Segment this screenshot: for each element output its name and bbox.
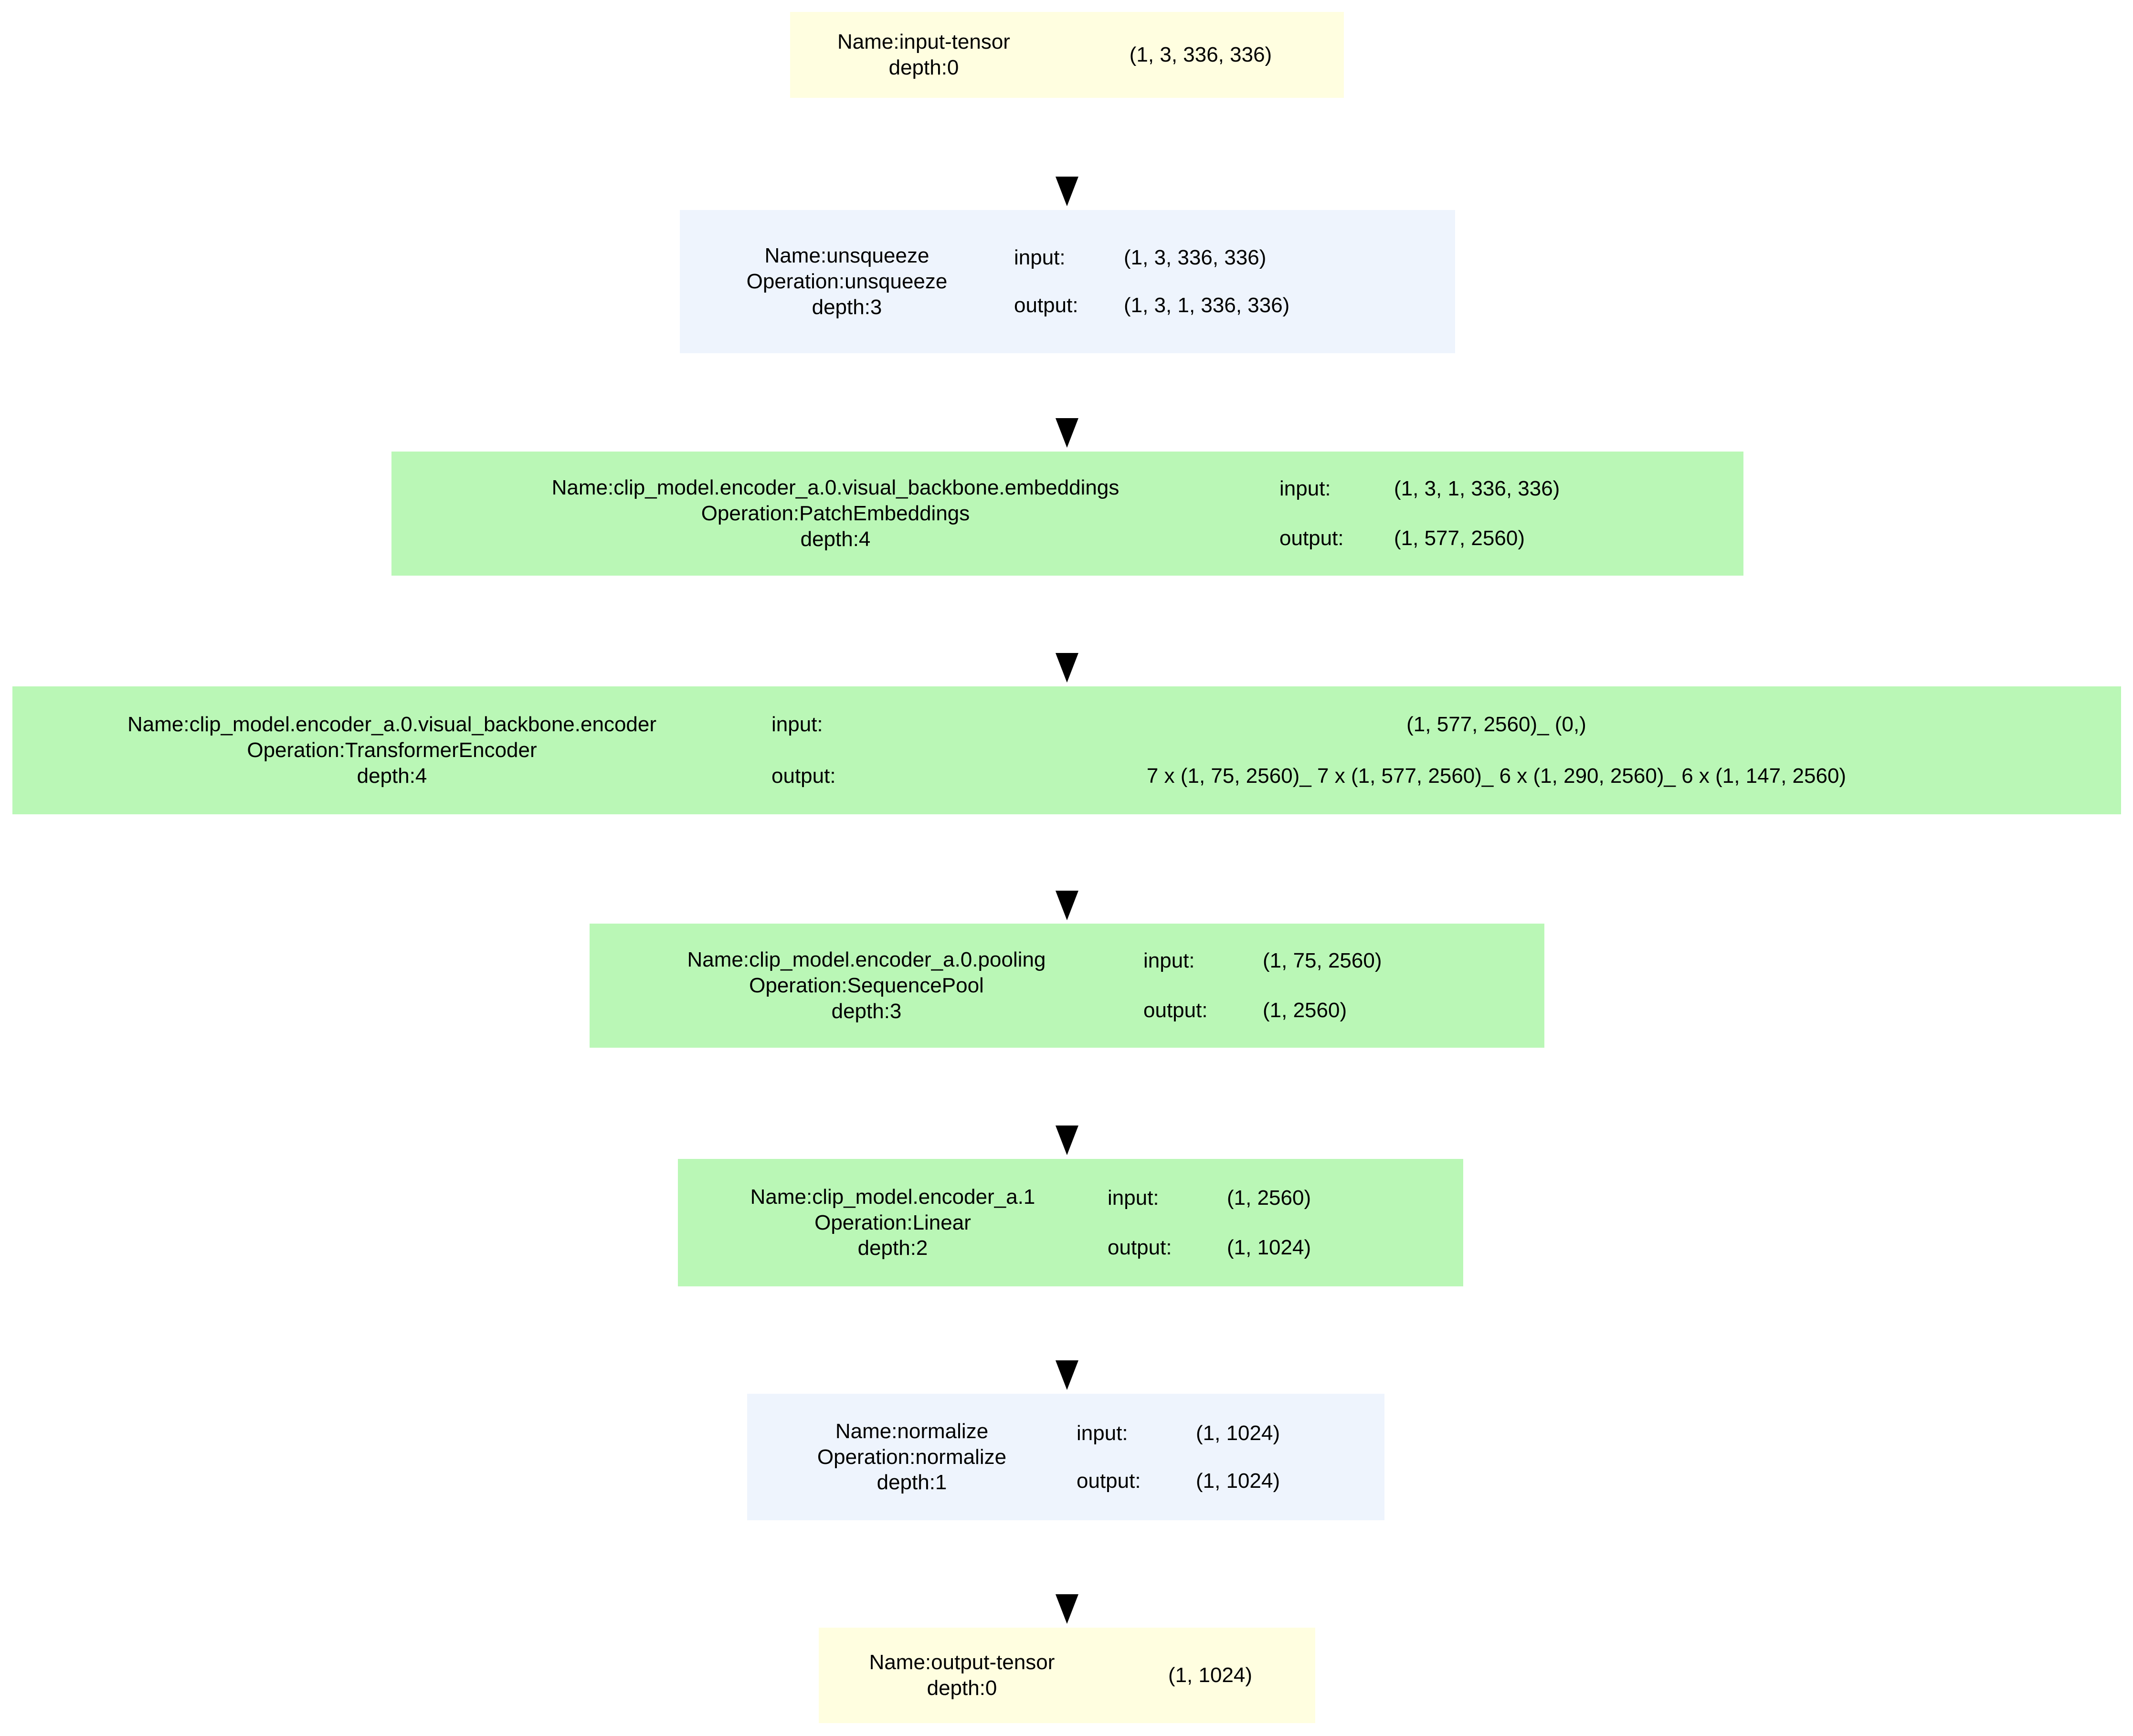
edge-arrow-icon bbox=[1056, 418, 1078, 448]
node-operation: Operation:Linear bbox=[814, 1210, 971, 1234]
node-info-block: Name:clip_model.encoder_a.0.visual_backb… bbox=[391, 475, 1279, 552]
input-label: input: bbox=[1077, 1421, 1128, 1445]
node-operation: Operation:unsqueeze bbox=[746, 270, 948, 294]
input-label: input: bbox=[1143, 949, 1195, 973]
output-shape: (1, 1024) bbox=[1227, 1235, 1311, 1259]
node-info-block: Name:unsqueeze Operation:unsqueeze depth… bbox=[680, 243, 1014, 320]
node-shape-block: input: (1, 3, 336, 336) output: (1, 3, 1… bbox=[1014, 245, 1455, 318]
node-output-row: output: (1, 1024) bbox=[1077, 1468, 1384, 1494]
node-info-block: Name:output-tensor depth:0 bbox=[819, 1650, 1105, 1701]
edge-arrow-icon bbox=[1056, 177, 1078, 206]
node-output-row: output: (1, 2560) bbox=[1143, 998, 1544, 1023]
node-depth: depth:4 bbox=[800, 527, 871, 551]
graph-node-unsqueeze[interactable]: Name:unsqueeze Operation:unsqueeze depth… bbox=[680, 210, 1455, 353]
node-input-row: input: (1, 3, 1, 336, 336) bbox=[1279, 476, 1743, 502]
output-label: output: bbox=[771, 764, 836, 788]
input-label: input: bbox=[1014, 246, 1066, 270]
input-shape: (1, 2560) bbox=[1227, 1186, 1311, 1210]
graph-node-normalize[interactable]: Name:normalize Operation:normalize depth… bbox=[747, 1394, 1384, 1520]
node-name: Name:clip_model.encoder_a.1 bbox=[750, 1185, 1035, 1209]
edge-arrow-icon bbox=[1056, 1360, 1078, 1390]
node-depth: depth:1 bbox=[876, 1471, 947, 1494]
graph-node-input-tensor[interactable]: Name:input-tensor depth:0 (1, 3, 336, 33… bbox=[790, 12, 1344, 98]
node-info-block: Name:clip_model.encoder_a.0.pooling Oper… bbox=[590, 947, 1143, 1024]
output-label: output: bbox=[1014, 294, 1078, 317]
node-depth: depth:2 bbox=[857, 1236, 928, 1260]
node-operation: Operation:SequencePool bbox=[749, 974, 984, 998]
node-name: Name:unsqueeze bbox=[764, 244, 929, 268]
node-name: Name:input-tensor bbox=[837, 30, 1010, 54]
node-info-block: Name:clip_model.encoder_a.0.visual_backb… bbox=[12, 712, 771, 789]
node-input-row: input: (1, 577, 2560)_ (0,) bbox=[771, 712, 2121, 737]
output-label: output: bbox=[1143, 999, 1208, 1022]
node-shape: (1, 3, 336, 336) bbox=[1129, 43, 1272, 67]
node-shape-block: (1, 3, 336, 336) bbox=[1057, 42, 1344, 68]
node-operation: Operation:normalize bbox=[817, 1445, 1007, 1469]
node-shape-block: input: (1, 577, 2560)_ (0,) output: 7 x … bbox=[771, 712, 2121, 789]
graph-node-encoder[interactable]: Name:clip_model.encoder_a.0.visual_backb… bbox=[12, 686, 2121, 814]
node-depth: depth:0 bbox=[927, 1676, 997, 1700]
node-shape-block: input: (1, 1024) output: (1, 1024) bbox=[1077, 1420, 1384, 1494]
output-shape: (1, 577, 2560) bbox=[1394, 526, 1525, 550]
node-output-row: output: (1, 1024) bbox=[1108, 1235, 1463, 1261]
node-name: Name:clip_model.encoder_a.0.visual_backb… bbox=[551, 476, 1119, 500]
node-shape-block: input: (1, 3, 1, 336, 336) output: (1, 5… bbox=[1279, 476, 1743, 551]
node-shape-block: input: (1, 75, 2560) output: (1, 2560) bbox=[1143, 948, 1544, 1023]
output-shape: (1, 2560) bbox=[1263, 999, 1347, 1022]
output-shape: (1, 1024) bbox=[1196, 1469, 1280, 1493]
edge-arrow-icon bbox=[1056, 1594, 1078, 1624]
node-info-block: Name:input-tensor depth:0 bbox=[790, 29, 1057, 80]
input-label: input: bbox=[1279, 477, 1331, 501]
input-shape: (1, 577, 2560)_ (0,) bbox=[1406, 713, 1586, 736]
node-operation: Operation:PatchEmbeddings bbox=[701, 502, 970, 526]
node-info-block: Name:normalize Operation:normalize depth… bbox=[747, 1419, 1077, 1495]
graph-node-pooling[interactable]: Name:clip_model.encoder_a.0.pooling Oper… bbox=[590, 924, 1544, 1048]
edge-arrow-icon bbox=[1056, 1126, 1078, 1155]
output-label: output: bbox=[1077, 1469, 1141, 1493]
node-shape: (1, 1024) bbox=[1168, 1663, 1253, 1687]
node-shape-block: (1, 1024) bbox=[1105, 1662, 1315, 1688]
input-shape: (1, 1024) bbox=[1196, 1421, 1280, 1445]
node-input-row: input: (1, 1024) bbox=[1077, 1420, 1384, 1446]
output-label: output: bbox=[1279, 526, 1344, 550]
input-label: input: bbox=[771, 713, 823, 736]
node-name: Name:clip_model.encoder_a.0.pooling bbox=[687, 948, 1046, 972]
node-depth: depth:3 bbox=[831, 999, 902, 1023]
node-name: Name:normalize bbox=[835, 1419, 989, 1443]
node-operation: Operation:TransformerEncoder bbox=[247, 738, 537, 762]
input-shape: (1, 3, 336, 336) bbox=[1124, 246, 1267, 270]
node-depth: depth:0 bbox=[888, 56, 959, 79]
input-shape: (1, 75, 2560) bbox=[1263, 949, 1382, 973]
node-output-row: output: (1, 577, 2560) bbox=[1279, 526, 1743, 551]
node-output-row: output: (1, 3, 1, 336, 336) bbox=[1014, 293, 1455, 318]
output-shape: (1, 3, 1, 336, 336) bbox=[1124, 294, 1290, 317]
node-info-block: Name:clip_model.encoder_a.1 Operation:Li… bbox=[678, 1184, 1108, 1261]
node-input-row: input: (1, 3, 336, 336) bbox=[1014, 245, 1455, 271]
node-depth: depth:3 bbox=[812, 295, 882, 319]
node-depth: depth:4 bbox=[357, 764, 427, 788]
output-label: output: bbox=[1108, 1235, 1172, 1259]
node-shape-block: input: (1, 2560) output: (1, 1024) bbox=[1108, 1185, 1463, 1260]
node-output-row: output: 7 x (1, 75, 2560)_ 7 x (1, 577, … bbox=[771, 763, 2121, 789]
input-shape: (1, 3, 1, 336, 336) bbox=[1394, 477, 1560, 501]
node-input-row: input: (1, 2560) bbox=[1108, 1185, 1463, 1211]
edge-arrow-icon bbox=[1056, 891, 1078, 920]
graph-node-linear[interactable]: Name:clip_model.encoder_a.1 Operation:Li… bbox=[678, 1159, 1463, 1286]
edge-arrow-icon bbox=[1056, 653, 1078, 683]
input-label: input: bbox=[1108, 1186, 1159, 1210]
graph-node-embeddings[interactable]: Name:clip_model.encoder_a.0.visual_backb… bbox=[391, 452, 1743, 576]
output-shape: 7 x (1, 75, 2560)_ 7 x (1, 577, 2560)_ 6… bbox=[1146, 764, 1847, 788]
node-name: Name:clip_model.encoder_a.0.visual_backb… bbox=[127, 713, 657, 736]
node-name: Name:output-tensor bbox=[869, 1651, 1055, 1674]
graph-node-output-tensor[interactable]: Name:output-tensor depth:0 (1, 1024) bbox=[819, 1628, 1315, 1723]
node-input-row: input: (1, 75, 2560) bbox=[1143, 948, 1544, 974]
